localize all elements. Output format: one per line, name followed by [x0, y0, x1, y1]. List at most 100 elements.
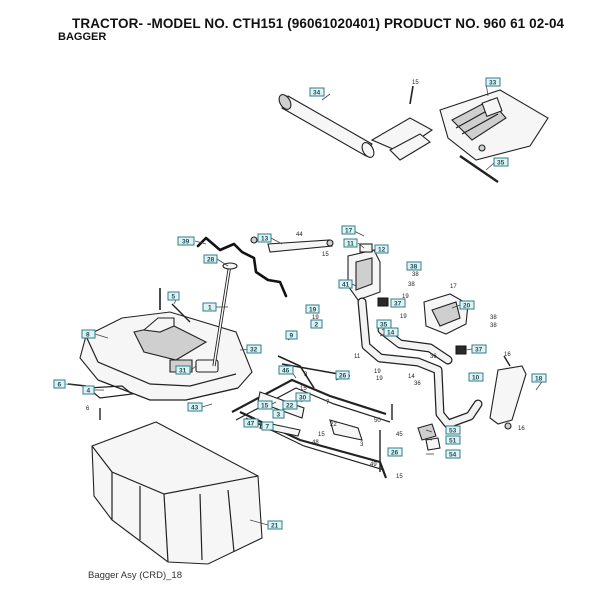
svg-text:38: 38 [490, 315, 497, 321]
callout-20[interactable]: 20 [459, 300, 475, 310]
callout-14[interactable]: 14 [383, 327, 399, 337]
svg-text:14: 14 [387, 330, 395, 337]
svg-text:9: 9 [290, 333, 294, 340]
callout-37-lower[interactable]: 37 [471, 344, 487, 354]
svg-text:35: 35 [380, 322, 388, 329]
drawing-reference: Bagger Asy (CRD)_18 [88, 570, 182, 581]
svg-text:35: 35 [497, 160, 505, 167]
svg-text:5: 5 [172, 294, 176, 301]
svg-text:19: 19 [400, 314, 407, 320]
callout-21[interactable]: 21 [267, 520, 283, 530]
callout-6[interactable]: 6 [53, 379, 66, 389]
svg-text:37: 37 [475, 347, 483, 354]
callout-22[interactable]: 22 [282, 400, 298, 410]
svg-text:34: 34 [313, 90, 321, 97]
svg-text:53: 53 [449, 428, 457, 435]
svg-text:11: 11 [347, 241, 354, 248]
callout-26[interactable]: 26 [335, 370, 350, 380]
svg-text:7: 7 [326, 400, 330, 406]
svg-text:38: 38 [410, 264, 418, 271]
callout-8[interactable]: 8 [81, 329, 96, 339]
callout-4[interactable]: 4 [82, 385, 95, 395]
callout-34[interactable]: 34 [309, 87, 325, 97]
svg-text:3: 3 [277, 412, 281, 419]
svg-text:49: 49 [370, 462, 377, 468]
svg-text:1: 1 [208, 305, 212, 312]
diagram-subtitle: BAGGER [58, 31, 107, 43]
callout-1[interactable]: 1 [202, 302, 217, 312]
svg-text:10: 10 [472, 375, 480, 382]
svg-text:19: 19 [312, 315, 319, 321]
callout-26-lower[interactable]: 26 [387, 447, 403, 457]
callout-38[interactable]: 38 [406, 261, 422, 271]
callout-35-frame[interactable]: 35 [376, 319, 392, 329]
bag-drawing [91, 421, 263, 565]
svg-text:30: 30 [299, 395, 307, 402]
svg-text:16: 16 [518, 426, 525, 432]
callout-54[interactable]: 54 [445, 449, 461, 459]
svg-text:4: 4 [87, 388, 91, 395]
callout-2[interactable]: 2 [310, 319, 323, 329]
svg-text:38: 38 [490, 323, 497, 329]
svg-text:17: 17 [345, 228, 353, 235]
callout-51[interactable]: 51 [445, 435, 461, 445]
svg-text:15: 15 [261, 403, 269, 410]
callout-10[interactable]: 10 [468, 372, 484, 382]
callout-12[interactable]: 12 [374, 244, 389, 254]
svg-text:45: 45 [396, 432, 403, 438]
callout-11[interactable]: 11 [343, 238, 358, 248]
svg-text:19: 19 [309, 307, 317, 314]
svg-text:54: 54 [449, 452, 457, 459]
callout-35[interactable]: 35 [493, 157, 509, 167]
callout-53[interactable]: 53 [445, 425, 461, 435]
callout-18[interactable]: 18 [531, 373, 547, 383]
plain-labels: 15 44 15 38 17 19 19 19 38 38 36 16 11 1… [86, 80, 525, 480]
callout-30[interactable]: 30 [295, 392, 311, 402]
svg-text:36: 36 [430, 354, 437, 360]
svg-text:43: 43 [191, 405, 199, 412]
callout-19[interactable]: 19 [305, 304, 320, 314]
callout-31[interactable]: 31 [175, 365, 191, 375]
callout-3[interactable]: 3 [272, 409, 285, 419]
svg-text:32: 32 [250, 347, 258, 354]
callout-39[interactable]: 39 [177, 236, 195, 246]
callout-7[interactable]: 7 [261, 421, 274, 431]
svg-text:3: 3 [360, 442, 364, 448]
svg-text:3: 3 [304, 372, 308, 378]
svg-text:26: 26 [339, 373, 347, 380]
svg-text:22: 22 [286, 403, 294, 410]
callout-15[interactable]: 15 [257, 400, 273, 410]
upper-assembly-drawing [278, 85, 549, 183]
svg-text:47: 47 [247, 421, 255, 428]
callout-32[interactable]: 32 [246, 344, 262, 354]
callout-47[interactable]: 47 [243, 418, 259, 428]
callout-46[interactable]: 46 [278, 365, 294, 375]
svg-text:28: 28 [207, 257, 215, 264]
svg-text:6: 6 [58, 382, 62, 389]
callout-43[interactable]: 43 [187, 402, 203, 412]
callout-28[interactable]: 28 [203, 254, 218, 264]
svg-text:26: 26 [391, 450, 399, 457]
svg-text:15: 15 [396, 474, 403, 480]
svg-text:14: 14 [408, 374, 415, 380]
svg-text:16: 16 [504, 352, 511, 358]
svg-text:19: 19 [402, 294, 409, 300]
callout-41[interactable]: 41 [338, 279, 353, 289]
callout-5[interactable]: 5 [167, 291, 180, 301]
bag-lid-drawing [79, 311, 253, 401]
callout-33[interactable]: 33 [485, 77, 501, 87]
svg-text:15: 15 [318, 432, 325, 438]
callout-37-upper[interactable]: 37 [390, 298, 406, 308]
svg-text:21: 21 [271, 523, 279, 530]
svg-text:48: 48 [312, 440, 319, 446]
callout-13[interactable]: 13 [257, 233, 272, 243]
svg-text:7: 7 [266, 424, 270, 431]
callout-9[interactable]: 9 [285, 330, 298, 340]
svg-text:15: 15 [300, 386, 307, 392]
tubular-frame-drawing [357, 293, 483, 429]
svg-text:46: 46 [282, 368, 290, 375]
svg-text:2: 2 [315, 322, 319, 329]
callout-17[interactable]: 17 [341, 225, 356, 235]
svg-text:18: 18 [535, 376, 543, 383]
